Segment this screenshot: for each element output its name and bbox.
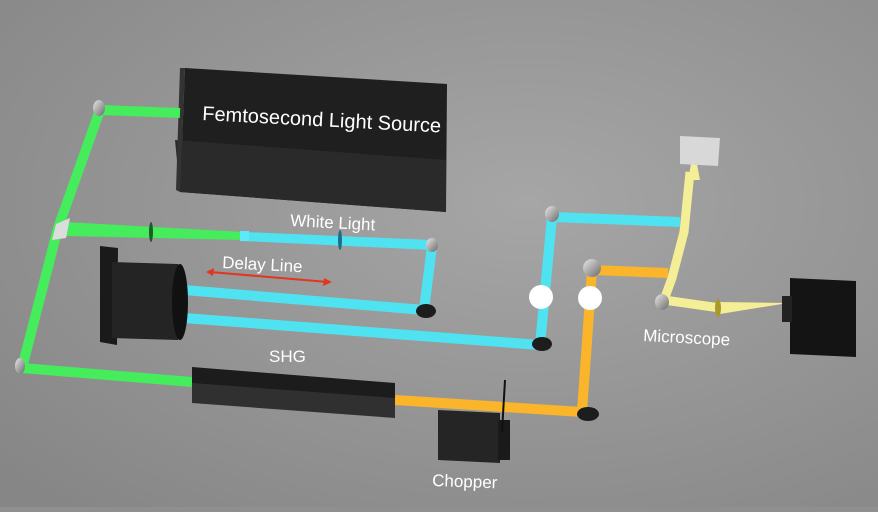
beam-splitter [52,218,70,240]
mirror [655,294,669,310]
fundamental-to-wl [65,222,244,240]
delay-line-arrow [206,268,332,286]
sample-slide [680,136,720,166]
lens [715,299,721,317]
mirror [416,304,436,318]
delay-stage-detector [100,246,188,345]
mirror [545,206,559,222]
lens [149,222,153,242]
label-delay-line: Delay Line [222,253,303,276]
mirror [93,100,105,116]
aperture-probe [529,285,553,309]
mirrors [15,100,669,421]
femtosecond-light-source [175,68,447,212]
mirror [15,358,25,374]
aperture-pump [578,286,602,310]
mirror [583,259,601,277]
label-shg: SHG [269,347,306,366]
mirror [532,337,552,351]
mirror [577,407,599,421]
chopper-device [438,379,510,463]
camera-detector [782,278,856,357]
mirror [426,238,438,252]
label-microscope: Microscope [643,326,731,350]
pump-beam [394,265,669,417]
wl-crystal [240,231,249,241]
lens [338,230,342,250]
label-chopper: Chopper [432,471,498,492]
lenses [149,222,721,317]
shg-crystal [192,367,395,418]
label-white-light: White Light [290,211,376,234]
